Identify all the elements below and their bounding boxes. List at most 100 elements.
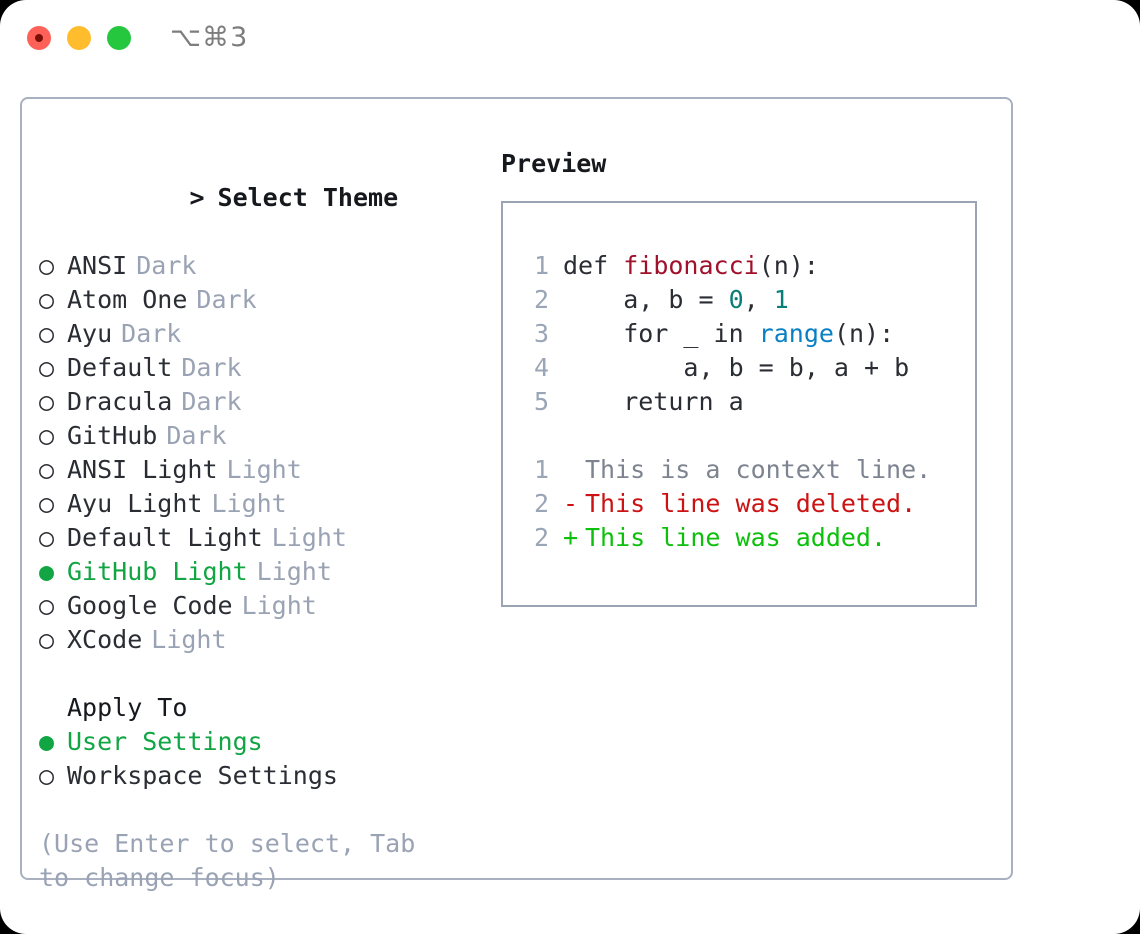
theme-option[interactable]: ○ ANSI Dark — [39, 249, 499, 283]
close-icon[interactable] — [27, 26, 51, 50]
select-theme-header: >Select Theme — [39, 147, 499, 249]
title-bar: ⌥⌘3 — [0, 0, 1140, 78]
theme-option-variant: Dark — [181, 353, 242, 382]
apply-to-option-label: Workspace Settings — [67, 761, 338, 790]
diff-marker: + — [563, 523, 579, 552]
theme-option-label: Atom One — [67, 285, 188, 314]
theme-option-variant: Dark — [136, 251, 197, 280]
theme-option[interactable]: ○ XCode Light — [39, 623, 499, 657]
diff-line-number: 2 — [533, 489, 549, 518]
diff-marker: - — [563, 489, 579, 518]
maximize-icon[interactable] — [107, 26, 131, 50]
theme-option-variant: Light — [211, 489, 287, 518]
code-token-plain: (n): — [758, 251, 819, 280]
theme-option-variant: Dark — [166, 421, 227, 450]
code-line: 2 a, b = 0, 1 — [513, 283, 967, 317]
radio-unselected-icon: ○ — [39, 387, 55, 416]
diff-line: 2+This line was added. — [513, 521, 967, 555]
code-line: 4 a, b = b, a + b — [513, 351, 967, 385]
radio-unselected-icon: ○ — [39, 251, 55, 280]
theme-option-variant: Light — [226, 455, 302, 484]
theme-option[interactable]: ● GitHub Light Light — [39, 555, 499, 589]
code-token-plain: , — [743, 285, 774, 314]
theme-option-label: Ayu — [67, 319, 113, 348]
radio-unselected-icon: ○ — [39, 455, 55, 484]
apply-to-section: Apply To ● User Settings ○ Workspace Settin… — [39, 691, 499, 793]
code-line: 5 return a — [513, 385, 967, 419]
theme-option-label: GitHub — [67, 421, 158, 450]
preview-separator — [513, 419, 967, 453]
radio-unselected-icon: ○ — [39, 625, 55, 654]
apply-to-option-label: User Settings — [67, 727, 263, 756]
radio-unselected-icon: ○ — [39, 523, 55, 552]
code-token-plain: (n): — [833, 319, 895, 348]
theme-option-label: Ayu Light — [67, 489, 203, 518]
apply-to-option[interactable]: ○ Workspace Settings — [39, 759, 499, 793]
apply-to-option[interactable]: ● User Settings — [39, 725, 499, 759]
theme-option-label: ANSI Light — [67, 455, 218, 484]
apply-to-list[interactable]: ● User Settings ○ Workspace Settings — [39, 725, 499, 793]
code-token-plain: return a — [563, 387, 744, 416]
apply-to-title: Apply To — [67, 693, 188, 722]
code-token-num: 1 — [773, 285, 789, 314]
diff-line-number: 2 — [533, 523, 549, 552]
theme-option-label: XCode — [67, 625, 143, 654]
code-token-plain: a, b = b, a + b — [563, 353, 910, 382]
code-line-number: 1 — [533, 251, 549, 280]
theme-option-variant: Light — [151, 625, 227, 654]
theme-option-variant: Light — [271, 523, 347, 552]
theme-option-label: Default Light — [67, 523, 263, 552]
radio-unselected-icon: ○ — [39, 591, 55, 620]
code-line-content: return a — [563, 385, 744, 419]
radio-selected-icon: ● — [39, 727, 55, 756]
theme-option-label: Dracula — [67, 387, 173, 416]
prompt-marker: > — [189, 183, 205, 212]
radio-selected-icon: ● — [39, 557, 55, 586]
code-line-number: 2 — [533, 285, 549, 314]
theme-option[interactable]: ○ ANSI Light Light — [39, 453, 499, 487]
radio-unselected-icon: ○ — [39, 761, 55, 790]
theme-option-label: GitHub Light — [67, 557, 248, 586]
minimize-icon[interactable] — [67, 26, 91, 50]
code-line-content: for _ in range(n): — [563, 317, 894, 351]
code-line-number: 3 — [533, 319, 549, 348]
theme-option-variant: Light — [256, 557, 332, 586]
diff-line: 2-This line was deleted. — [513, 487, 967, 521]
radio-unselected-icon: ○ — [39, 285, 55, 314]
theme-option-label: ANSI — [67, 251, 128, 280]
code-line: 1 def fibonacci(n): — [513, 249, 967, 283]
code-line: 3 for _ in range(n): — [513, 317, 967, 351]
theme-option[interactable]: ○ Google Code Light — [39, 589, 499, 623]
theme-option[interactable]: ○ Default Light Light — [39, 521, 499, 555]
diff-line-text: This line was deleted. — [585, 489, 917, 518]
preview-title: Preview — [501, 149, 607, 178]
code-token-builtin: range — [758, 319, 834, 348]
theme-option-label: Default — [67, 353, 173, 382]
diff-line-number: 1 — [533, 455, 549, 484]
traffic-lights — [27, 26, 131, 50]
keyboard-shortcut-label: ⌥⌘3 — [170, 22, 249, 53]
code-line-number: 5 — [533, 387, 549, 416]
theme-option-label: Google Code — [67, 591, 233, 620]
keyboard-hint-text: (Use Enter to select, Tab to change focu… — [39, 829, 431, 892]
code-line-content: a, b = b, a + b — [563, 351, 909, 385]
code-token-plain: for _ in — [563, 319, 759, 348]
code-line-number: 4 — [533, 353, 549, 382]
code-line-content: def fibonacci(n): — [563, 249, 819, 283]
diff-line-text: This is a context line. — [585, 455, 932, 484]
code-token-plain: a, b = — [563, 285, 729, 314]
theme-option-variant: Light — [241, 591, 317, 620]
